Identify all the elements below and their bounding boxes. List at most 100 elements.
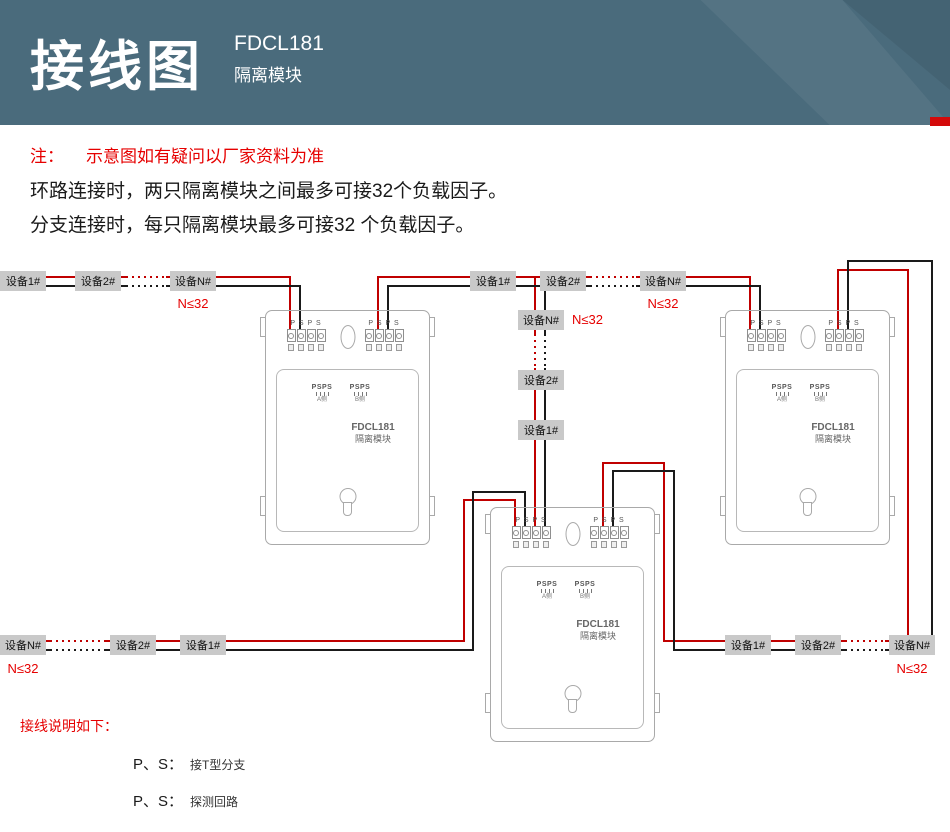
terminal xyxy=(599,526,609,539)
module-label: FDCL181 隔离模块 xyxy=(351,422,395,444)
keyhole-slot xyxy=(343,502,352,516)
screw-icon xyxy=(543,529,549,536)
keyhole-slot xyxy=(803,502,812,516)
pin xyxy=(826,344,832,351)
screw-icon xyxy=(621,529,627,536)
device-limit-label: N≤32 xyxy=(572,312,603,327)
terminal xyxy=(521,526,531,539)
screw-icon xyxy=(856,332,862,339)
device-box: 设备2# xyxy=(110,635,156,655)
pin-ticks xyxy=(345,392,375,396)
screw-icon xyxy=(758,332,764,339)
terminal xyxy=(776,329,786,342)
pin xyxy=(601,541,607,548)
pin xyxy=(758,344,764,351)
terminal xyxy=(756,329,766,342)
isolator-module: P S P S P S P S xyxy=(485,507,660,742)
terminal-cells xyxy=(587,526,631,539)
device-box: 设备2# xyxy=(518,370,564,390)
mounting-tab xyxy=(890,317,895,337)
terminal xyxy=(844,329,854,342)
terminal-cells xyxy=(822,329,866,342)
screw-icon xyxy=(836,332,842,339)
pin xyxy=(396,344,402,351)
pin-ticks xyxy=(570,589,600,593)
device-box: 设备1# xyxy=(0,271,46,291)
terminal-group-right: P S P S xyxy=(587,517,631,548)
warning-note: 注：示意图如有疑问以厂家资料为准 xyxy=(30,142,324,167)
warning-prefix: 注： xyxy=(30,147,64,166)
terminal xyxy=(364,329,374,342)
device-limit-label: N≤32 xyxy=(177,296,209,311)
terminal xyxy=(286,329,296,342)
pin xyxy=(308,344,314,351)
mounting-tab xyxy=(655,693,660,713)
terminal-cells xyxy=(362,329,406,342)
module-face: PSPS A侧 PSPS B侧 FDCL181 隔离模块 xyxy=(736,369,879,532)
screw-icon xyxy=(778,332,784,339)
module-label: FDCL181 隔离模块 xyxy=(811,422,855,444)
device-box: 设备N# xyxy=(0,635,46,655)
legend-term: P、S： xyxy=(133,793,184,810)
pin-ticks xyxy=(532,589,562,593)
pin xyxy=(298,344,304,351)
red-loop-wire xyxy=(0,269,909,642)
device-limit-label: N≤32 xyxy=(896,661,928,676)
terminal xyxy=(746,329,756,342)
pin xyxy=(533,541,539,548)
screw-icon xyxy=(288,332,294,339)
pin xyxy=(288,344,294,351)
wire xyxy=(602,462,845,642)
screw-icon xyxy=(376,332,382,339)
terminal xyxy=(766,329,776,342)
mounting-tab xyxy=(430,496,435,516)
device-box: 设备1# xyxy=(518,420,564,440)
screw-icon xyxy=(308,332,314,339)
mounting-tab xyxy=(720,496,725,516)
pin xyxy=(543,541,549,548)
screw-icon xyxy=(318,332,324,339)
device-box: 设备1# xyxy=(470,271,516,291)
product-name: 隔离模块 xyxy=(234,66,302,85)
screw-icon xyxy=(846,332,852,339)
screw-icon xyxy=(533,529,539,536)
device-box: 设备N# xyxy=(640,271,686,291)
terminal-cells xyxy=(744,329,788,342)
wire xyxy=(387,285,590,332)
terminal-group-left: P S P S xyxy=(509,517,553,548)
bus-label-a: PSPS A侧 xyxy=(307,384,337,404)
terminal-pins xyxy=(744,344,788,351)
keyhole xyxy=(339,488,356,516)
terminal-letters: P S P S xyxy=(368,320,400,327)
mounting-tab xyxy=(260,317,265,337)
screw-icon xyxy=(591,529,597,536)
header-banner: 接线图 FDCL181 隔离模块 xyxy=(0,0,950,125)
terminal xyxy=(531,526,541,539)
isolator-module: P S P S P S P S xyxy=(260,310,435,545)
terminal-cells xyxy=(284,329,328,342)
device-limit-label: N≤32 xyxy=(7,661,39,676)
mounting-hole xyxy=(565,522,580,546)
terminal xyxy=(316,329,326,342)
device-limit-label: N≤32 xyxy=(647,296,679,311)
pin xyxy=(836,344,842,351)
device-box: 设备N# xyxy=(518,310,564,330)
mounting-tab xyxy=(260,496,265,516)
pin xyxy=(768,344,774,351)
module-face: PSPS A侧 PSPS B侧 FDCL181 隔离模块 xyxy=(276,369,419,532)
terminal-letters: P S P S xyxy=(828,320,860,327)
terminal-group-left: P S P S xyxy=(284,320,328,351)
wire xyxy=(377,276,590,332)
legend-item: P、S： 探测回路 xyxy=(133,790,238,811)
terminal-letters: P S P S xyxy=(593,517,625,524)
bus-label-a: PSPS A侧 xyxy=(532,581,562,601)
wire xyxy=(106,499,516,642)
terminal-group-left: P S P S xyxy=(744,320,788,351)
pin xyxy=(376,344,382,351)
screw-icon xyxy=(523,529,529,536)
pin xyxy=(748,344,754,351)
pin-ticks xyxy=(307,392,337,396)
pin xyxy=(621,541,627,548)
screw-icon xyxy=(826,332,832,339)
